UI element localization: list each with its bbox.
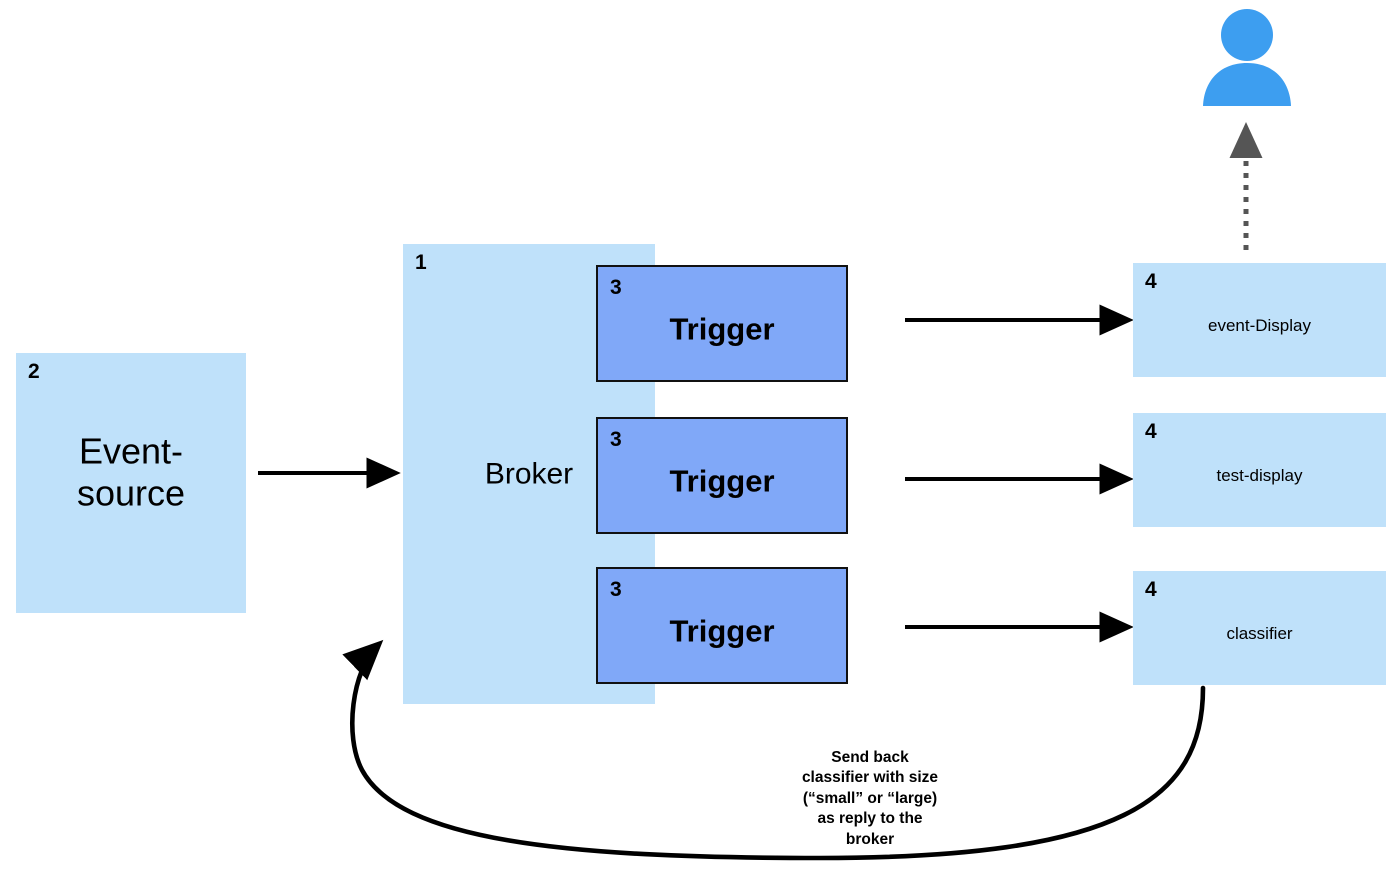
trigger-step-number: 3 bbox=[610, 578, 622, 601]
sink-box-test-display[interactable]: 4 test-display bbox=[1133, 413, 1386, 527]
event-source-box[interactable]: 2 Event- source bbox=[16, 353, 246, 613]
event-source-step-number: 2 bbox=[28, 360, 40, 383]
broker-step-number: 1 bbox=[415, 251, 427, 274]
sink-box-event-display[interactable]: 4 event-Display bbox=[1133, 263, 1386, 377]
return-flow-caption: Send back classifier with size (“small” … bbox=[801, 749, 939, 848]
user-icon bbox=[1199, 8, 1295, 108]
sink-label: test-display bbox=[1216, 465, 1303, 485]
trigger-box-3[interactable]: 3 Trigger bbox=[596, 567, 848, 684]
event-source-label: Event- source bbox=[76, 430, 186, 514]
trigger-label: Trigger bbox=[669, 463, 775, 499]
trigger-step-number: 3 bbox=[610, 428, 622, 451]
trigger-label: Trigger bbox=[669, 613, 775, 649]
sink-label: classifier bbox=[1226, 623, 1293, 643]
trigger-box-1[interactable]: 3 Trigger bbox=[596, 265, 848, 382]
sink-step-number: 4 bbox=[1145, 270, 1157, 293]
trigger-step-number: 3 bbox=[610, 276, 622, 299]
sink-box-classifier[interactable]: 4 classifier bbox=[1133, 571, 1386, 685]
trigger-label: Trigger bbox=[669, 311, 775, 347]
trigger-box-2[interactable]: 3 Trigger bbox=[596, 417, 848, 534]
sink-step-number: 4 bbox=[1145, 420, 1157, 443]
sink-step-number: 4 bbox=[1145, 578, 1157, 601]
broker-label: Broker bbox=[484, 457, 574, 491]
sink-label: event-Display bbox=[1208, 315, 1311, 335]
